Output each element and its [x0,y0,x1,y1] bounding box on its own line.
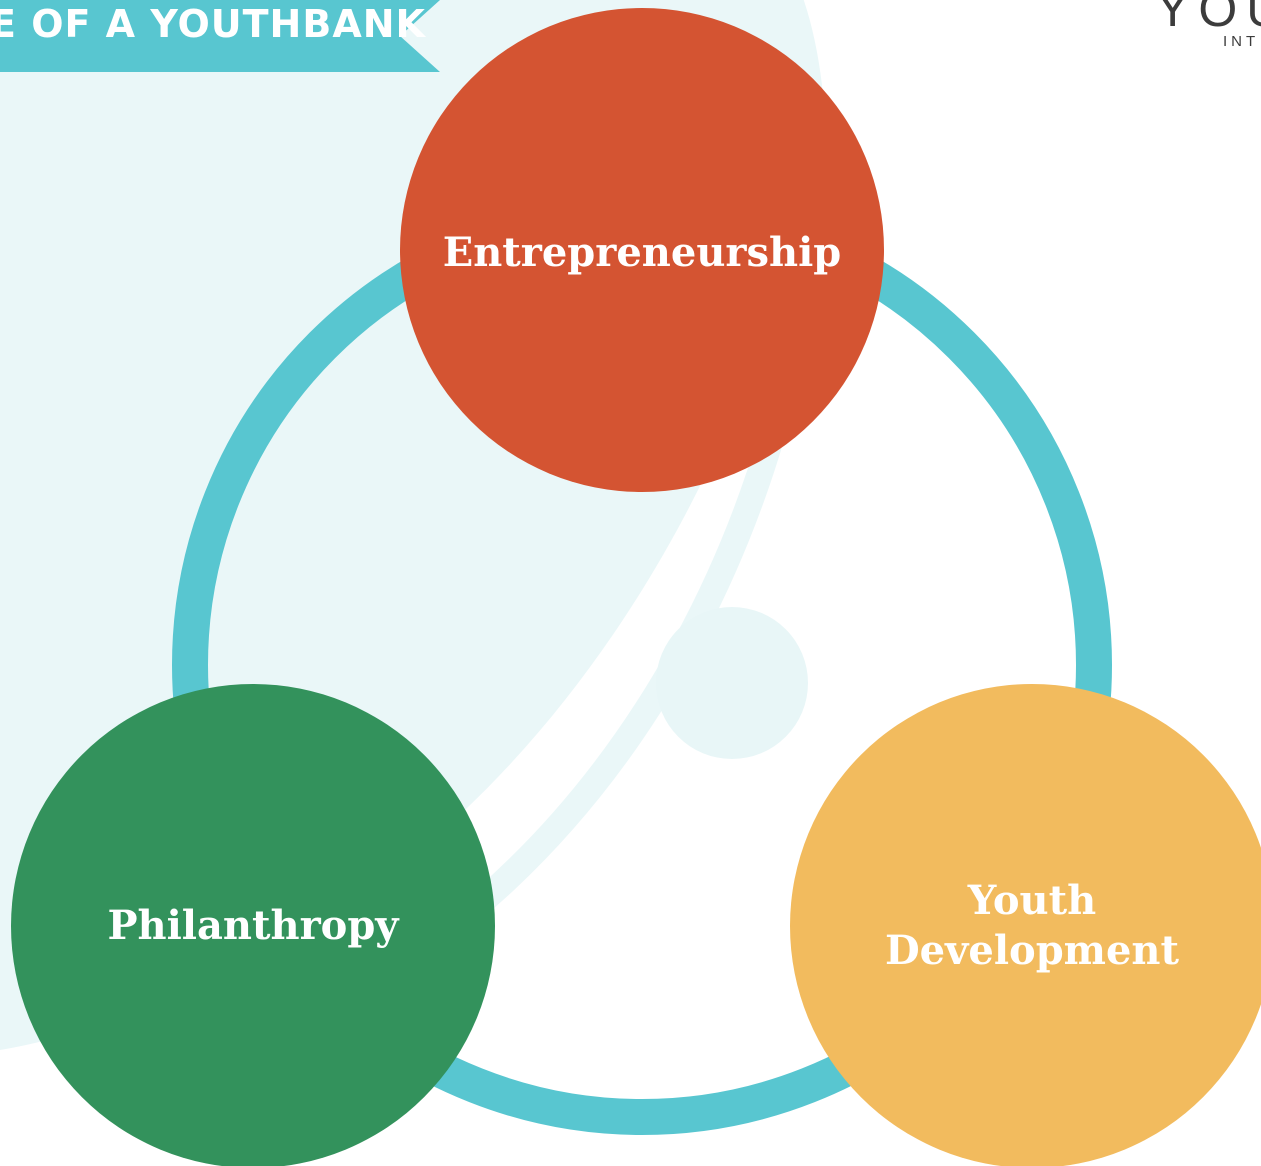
logo-wordmark: YOU [1156,0,1261,37]
entrepreneurship-circle: Entrepreneurship [400,8,884,492]
title-banner: E OF A YOUTHBANK [0,0,440,72]
entrepreneurship-label: Entrepreneurship [442,229,842,276]
youth-development-label: Youth Development [884,877,1179,974]
philanthropy-circle: Philanthropy [11,684,495,1166]
banner-title: E OF A YOUTHBANK [0,2,426,46]
logo: YOU INT [1061,0,1261,60]
philanthropy-label: Philanthropy [107,902,399,949]
background-dot [656,607,808,759]
logo-subtitle: INT [1223,33,1260,50]
youth-development-circle: Youth Development [790,684,1261,1166]
banner-ribbon [0,0,440,72]
